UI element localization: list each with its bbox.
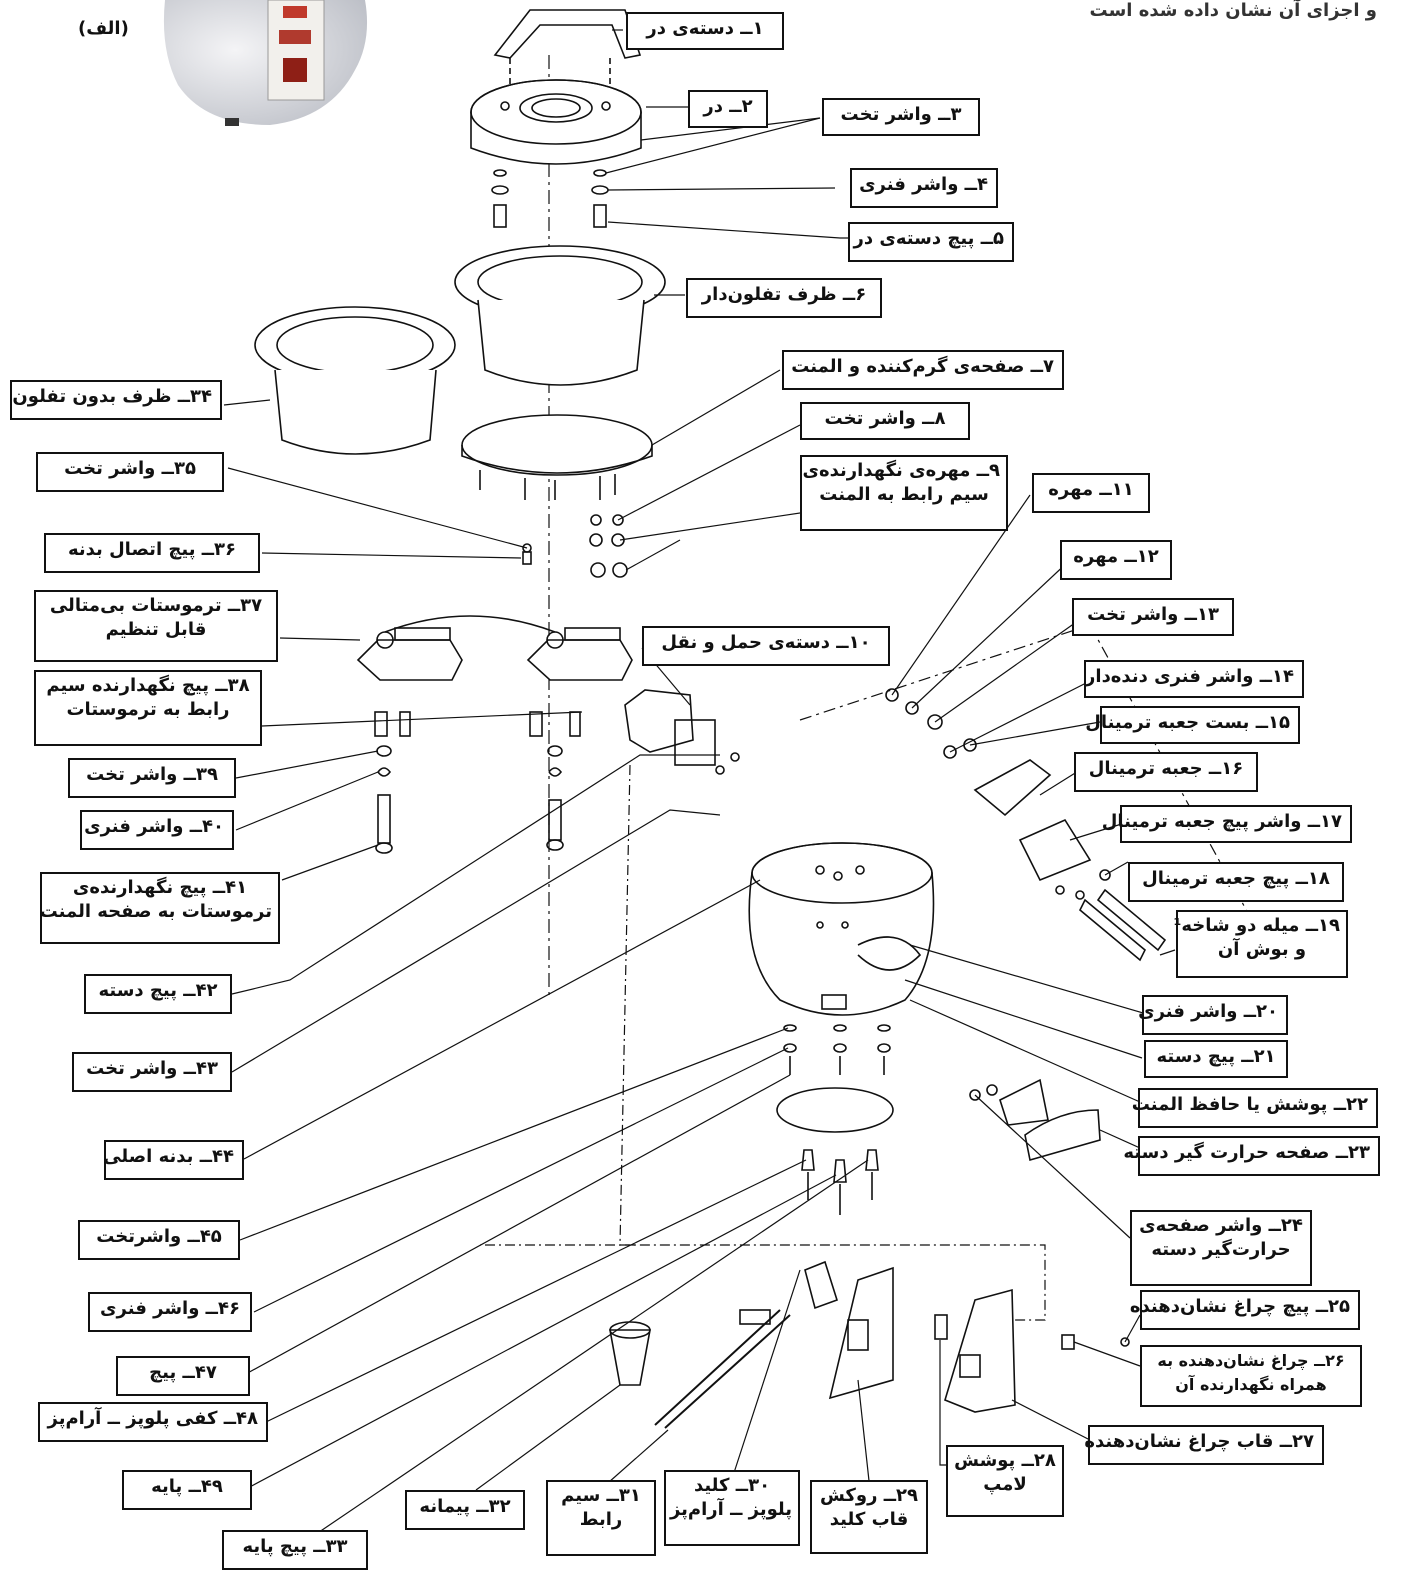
label-16-terminal-box: ۱۶ــ جعبه ترمینال — [1074, 752, 1258, 792]
lid-part — [470, 79, 642, 165]
label-21-handle-screw: ۲۱ــ پیچ دسته — [1144, 1040, 1288, 1078]
carry-handle-part — [624, 689, 740, 775]
label-8-flat-washer: ۸ــ واشر تخت — [800, 402, 970, 440]
label-46-spring-washer: ۴۶ــ واشر فنری — [88, 1292, 252, 1332]
label-43-flat-washer: ۴۳ــ واشر تخت — [72, 1052, 232, 1092]
label-33-foot-screw: ۳۳ــ پیچ پایه — [222, 1530, 368, 1570]
label-7-heating-plate: ۷ــ صفحه‌ی گرم‌کننده و المنت — [782, 350, 1064, 390]
label-49-foot: ۴۹ــ پایه — [122, 1470, 252, 1510]
rice-cooker-photo — [163, 0, 368, 126]
label-15-terminal-clamp: ۱۵ــ بست جعبه ترمینال — [1085, 706, 1300, 744]
label-18-terminal-screw: ۱۸ــ پیچ جعبه ترمینال — [1128, 862, 1344, 902]
label-35-flat-washer: ۳۵ــ واشر تخت — [36, 452, 224, 492]
cord-and-cup-parts — [609, 1309, 791, 1429]
label-10-carry-handle: ۱۰ــ دسته‌ی حمل و نقل — [642, 626, 890, 666]
label-25-lamp-screw: ۲۵ــ پیچ چراغ نشان‌دهنده — [1130, 1290, 1360, 1330]
label-6-teflon-pot: ۶ــ ظرف تفلون‌دار — [686, 278, 882, 318]
switch-parts — [804, 1260, 894, 1400]
label-4-spring-washer: ۴ــ واشر فنری — [850, 168, 998, 208]
label-32-measuring-cup: ۳۲ــ پیمانه — [405, 1490, 525, 1530]
page-top-text: و اجزای آن نشان داده شده است — [1089, 0, 1377, 21]
plain-pot-part — [254, 306, 456, 455]
label-17-terminal-screw-washer: ۱۷ــ واشر پیچ جعبه ترمینال — [1102, 805, 1352, 843]
label-2-lid: ۲ــ در — [688, 90, 768, 128]
label-34-plain-pot: ۳۴ــ ظرف بدون تفلون — [10, 380, 222, 420]
thermostat-parts — [356, 615, 633, 854]
label-45-flat-washer: ۴۵ــ واشرتخت — [78, 1220, 240, 1260]
handle-heat-plate-part — [969, 1078, 1101, 1162]
label-27-lamp-housing: ۲۷ــ قاب چراغ نشان‌دهنده — [1084, 1425, 1324, 1465]
lid-fasteners — [491, 169, 609, 228]
label-47-screw: ۴۷ــ پیچ — [116, 1356, 250, 1396]
teflon-pot-part — [454, 245, 666, 386]
label-12-nut: ۱۲ــ مهره — [1060, 540, 1172, 580]
label-1-lid-handle: ۱ــ دسته‌ی در — [626, 12, 784, 50]
terminal-box-parts — [799, 624, 1261, 962]
label-44-main-body: ۴۴ــ بدنه اصلی — [103, 1140, 244, 1180]
main-body-part — [748, 842, 935, 1016]
lamp-housing-parts — [934, 1288, 1130, 1413]
label-11-nut: ۱۱ــ مهره — [1032, 473, 1150, 513]
label-5-lid-handle-screw: ۵ــ پیچ دسته‌ی در — [848, 222, 1014, 262]
label-36-body-screw: ۳۶ــ پیچ اتصال بدنه — [44, 533, 260, 573]
label-14-toothed-washer: ۱۴ــ واشر فنری دنده‌دار — [1084, 660, 1304, 698]
label-20-spring-washer: ۲۰ــ واشر فنری — [1138, 995, 1288, 1035]
label-48-base-plate: ۴۸ــ کفی پلوپز ــ آرام‌پز — [38, 1402, 268, 1442]
photo-caption: (الف) — [78, 18, 129, 39]
base-parts — [776, 1024, 894, 1215]
label-40-spring-washer: ۴۰ــ واشر فنری — [80, 810, 234, 850]
label-13-flat-washer: ۱۳ــ واشر تخت — [1072, 598, 1234, 636]
label-39-flat-washer: ۳۹ــ واشر تخت — [68, 758, 236, 798]
heating-plate-part — [461, 414, 653, 578]
label-23-handle-heat-plate: ۲۳ــ صفحه حرارت گیر دسته — [1123, 1136, 1380, 1176]
label-42-handle-screw: ۴۲ــ پیچ دسته — [84, 974, 232, 1014]
label-22-element-cover: ۲۲ــ پوشش یا حافظ المنت — [1132, 1088, 1378, 1128]
label-3-flat-washer: ۳ــ واشر تخت — [822, 98, 980, 136]
